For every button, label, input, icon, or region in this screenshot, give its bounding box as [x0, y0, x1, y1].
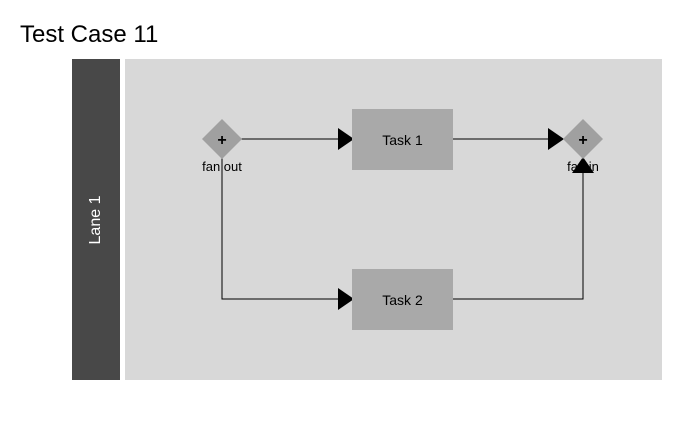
edge-task1-fanin-arrow: [548, 128, 564, 150]
fan-out-gateway[interactable]: [202, 119, 242, 159]
edge-task2-fanin-arrow: [572, 157, 594, 173]
diagram-title: Test Case 11: [20, 21, 159, 48]
task-1[interactable]: Task 1: [352, 109, 453, 170]
edge-task2-fanin: [453, 168, 584, 300]
fan-in-gateway[interactable]: [563, 119, 603, 159]
fan-in-label: fan in: [567, 159, 599, 174]
fan-out-label: fan out: [202, 159, 242, 174]
lane-header: [72, 59, 120, 380]
fan-out-gateway-symbol: +: [217, 132, 226, 149]
task-2[interactable]: Task 2: [352, 269, 453, 330]
fan-in-gateway-symbol: +: [578, 132, 587, 149]
edge-fanout-task2-arrow: [338, 288, 354, 310]
edge-fanout-task1-arrow: [338, 128, 354, 150]
edge-fanout-task2: [221, 155, 340, 300]
